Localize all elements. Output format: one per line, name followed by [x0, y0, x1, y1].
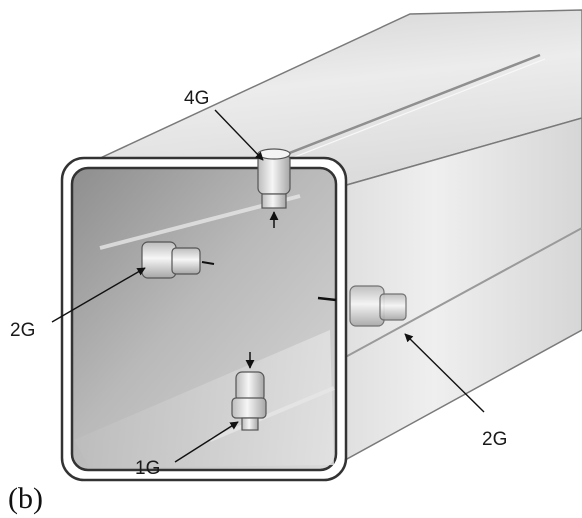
sensor-2g-left [141, 241, 215, 279]
tube-side-crease [339, 227, 582, 361]
sensor-4g [257, 148, 291, 228]
sensor-label-2g-left: 2G [10, 320, 35, 341]
sensor-label-1g: 1G [135, 458, 160, 479]
leader-1g [174, 421, 239, 463]
leader-2g-left [51, 267, 146, 323]
sensor-label-2g-right: 2G [482, 429, 507, 450]
leader-4g [214, 109, 264, 161]
tube-inner-ridge-bottom [209, 386, 335, 442]
leader-2g-right [404, 333, 485, 413]
panel-label: (b) [8, 482, 43, 515]
sensor-label-4g: 4G [184, 88, 209, 109]
sensor-2g-right [317, 285, 407, 327]
sensor-1g [231, 352, 267, 431]
tube-inner-floor [74, 330, 334, 468]
